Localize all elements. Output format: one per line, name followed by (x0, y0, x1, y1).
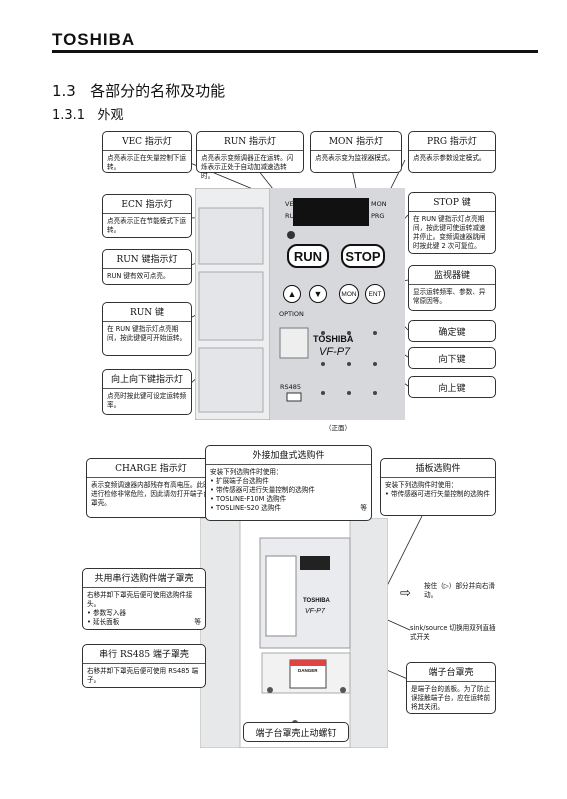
drive-brand: TOSHIBA (303, 598, 330, 604)
callout-terminal-screw: 端子台罩壳止动螺钉 (243, 722, 349, 742)
subsection-title: 外观 (97, 108, 124, 123)
drive-warning-label: DANGER (298, 668, 318, 673)
section-number: 1.3 (52, 82, 76, 100)
callout-updown-led: 向上向下键指示灯 点亮时按此键可设定运转频率。 (102, 369, 192, 415)
up-arrow-button[interactable]: ▲ (283, 285, 301, 303)
subsection-heading: 1.3.1 外观 (52, 104, 124, 123)
drive-illustration: TOSHIBA VF-P7 DANGER (199, 517, 389, 749)
callout-ecn-led: ECN 指示灯 点亮表示正在节能模式下运转。 (102, 194, 192, 238)
ent-button[interactable]: ENT (365, 284, 385, 304)
front-caption: （正面） (325, 424, 351, 432)
callout-external-options: 外接加盘式选购件 安装下列选购件时使用： • 扩展端子台选购件 • 带传感器可进… (205, 445, 372, 521)
option-label: OPTION (279, 310, 304, 318)
slide-note: 按住（▷）部分并向右滑动。 (424, 582, 496, 599)
sink-source-switch-note: sink/source 切换用双列直插式开关 (410, 624, 496, 641)
callout-up-key: 向上键 (408, 376, 496, 398)
panel-model: VF-P7 (319, 346, 351, 358)
callout-monitor-key: 监视器键 显示运转频率、参数、异常原因等。 (408, 265, 496, 311)
down-arrow-button[interactable]: ▼ (309, 285, 327, 303)
callout-run-key-led: RUN 键指示灯 RUN 键有效可点亮。 (102, 249, 192, 285)
callout-charge-led: CHARGE 指示灯 表示变频调速器内部残存有高电压。此时进行检修非常危险，因此… (86, 458, 216, 518)
panel-brand: TOSHIBA (313, 334, 354, 344)
stop-button[interactable]: STOP (341, 244, 385, 268)
slide-arrow-icon: ⇨ (400, 586, 411, 601)
callout-down-key: 向下键 (408, 347, 496, 369)
run-button[interactable]: RUN (287, 244, 329, 268)
header-rule (52, 50, 538, 53)
section-heading: 1.3 各部分的名称及功能 (52, 80, 225, 101)
callout-terminal-cover: 端子台罩壳 是端子台的盖板。为了防止误接触端子台，应在运转前将其关闭。 (406, 662, 496, 714)
front-panel-illustration: VEC RUN MON PRG RUN STOP ▲ ▼ MON ENT OPT… (194, 187, 406, 432)
toshiba-logo: TOSHIBA (52, 30, 136, 49)
subsection-number: 1.3.1 (52, 108, 86, 123)
panel-label-mon: MON (371, 200, 387, 208)
callout-rs485-cover: 串行 RS485 端子罩壳 右移并卸下罩壳后便可使用 RS485 端子。 (82, 644, 206, 688)
callout-vec-led: VEC 指示灯 点亮表示正在矢量控制下运转。 (102, 131, 192, 173)
mon-button[interactable]: MON (339, 284, 359, 304)
panel-label-prg: PRG (371, 212, 385, 220)
callout-prg-led: PRG 指示灯 点亮表示参数设定模式。 (408, 131, 496, 173)
callout-enter-key: 确定键 (408, 320, 496, 342)
callout-mon-led: MON 指示灯 点亮表示变为监视器模式。 (310, 131, 402, 173)
panel-label-vec: VEC (285, 200, 299, 208)
rs485-label: RS485 (280, 383, 302, 391)
drive-body (199, 517, 389, 749)
callout-run-led: RUN 指示灯 点亮表示变频调器正在运转。闪烁表示正处于自动加减速选转时。 (196, 131, 304, 180)
panel-label-run: RUN (285, 212, 300, 220)
callout-serial-cover: 共用串行选购件端子罩壳 右移并卸下罩壳后便可使用选购件接头。 • 参数写入器 •… (82, 568, 206, 630)
front-panel-body (194, 187, 406, 421)
callout-run-key: RUN 键 在 RUN 键指示灯点亮期间，按此键便可开始运转。 (102, 302, 192, 356)
section-title: 各部分的名称及功能 (90, 82, 226, 100)
drive-model: VF-P7 (305, 608, 325, 615)
callout-stop-key: STOP 键 在 RUN 键指示灯点亮期间，按此键可使运转减速并停止。变频调速器… (408, 192, 496, 254)
callout-plugin-options: 插板选购件 安装下列选购件时使用： • 带传感器可进行矢量控制的选购件 (380, 458, 496, 516)
